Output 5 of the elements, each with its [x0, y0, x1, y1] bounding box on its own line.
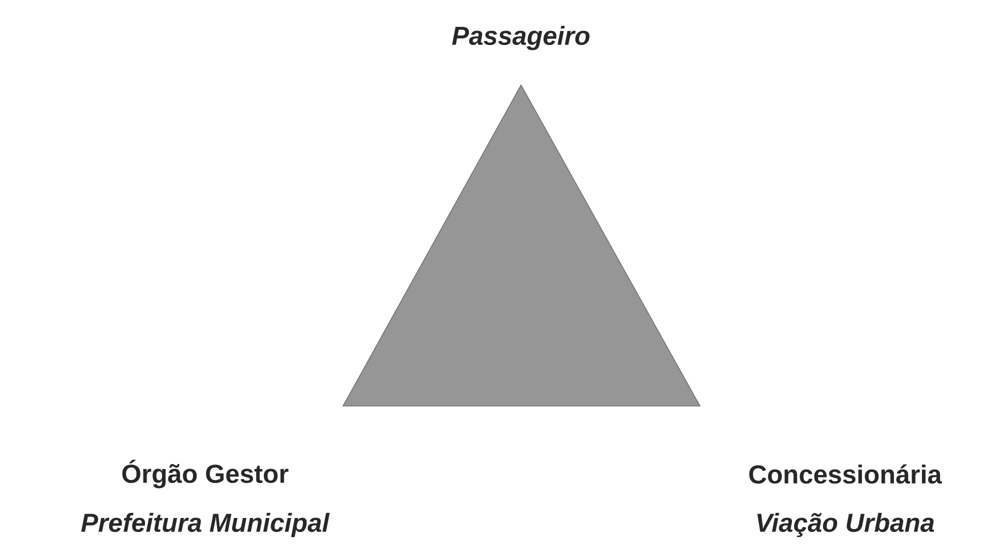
vertex-label: Passageiro: [452, 26, 590, 50]
vertex-label: Prefeitura Municipal: [81, 512, 330, 538]
vertex-label: Órgão Gestor: [122, 460, 288, 488]
vertex-label: Viação Urbana: [757, 512, 934, 538]
vertex-label: Concessionária: [749, 464, 942, 484]
